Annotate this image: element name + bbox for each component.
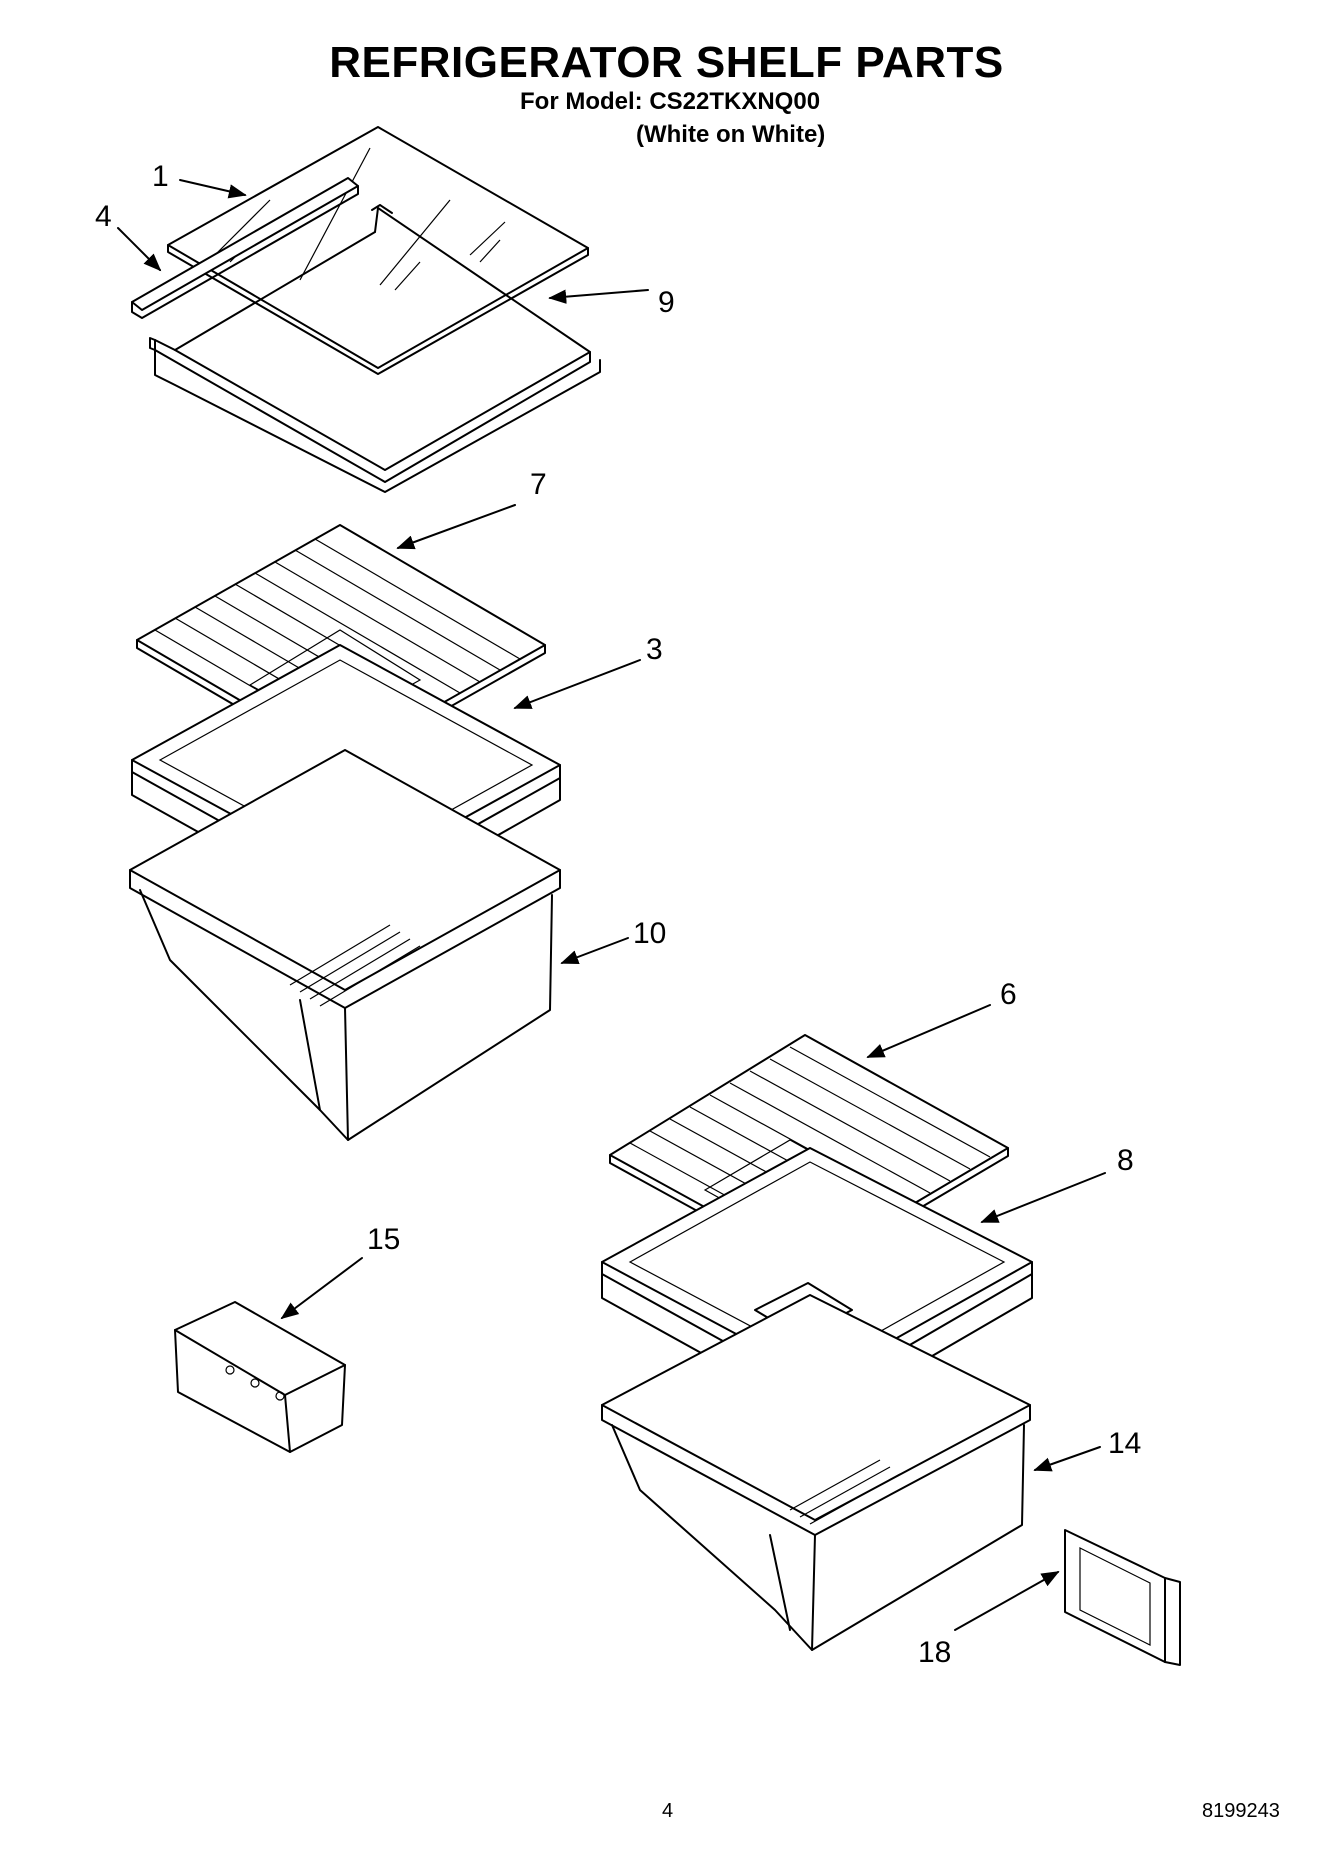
callout-3: 3 — [646, 633, 663, 666]
callout-14: 14 — [1108, 1427, 1142, 1460]
callout-6: 6 — [1000, 978, 1017, 1011]
shelf-frame-part-9 — [149, 204, 601, 493]
page-title: REFRIGERATOR SHELF PARTS — [329, 38, 1004, 87]
callout-10: 10 — [633, 917, 667, 950]
trim-strip-part-4 — [131, 177, 359, 319]
callout-15: 15 — [367, 1223, 401, 1256]
leader-arrows — [117, 179, 1106, 1631]
callout-1: 1 — [152, 160, 169, 193]
callout-7: 7 — [530, 468, 547, 501]
callout-9: 9 — [658, 286, 675, 319]
label-part-18 — [1064, 1529, 1181, 1666]
model-line: For Model: CS22TKXNQ00 — [520, 88, 821, 115]
callout-4: 4 — [95, 200, 112, 233]
crisper-drawer-part-10 — [129, 749, 561, 1141]
crisper-drawer-part-14 — [601, 1294, 1031, 1651]
callout-8: 8 — [1117, 1144, 1134, 1177]
color-line: (White on White) — [636, 121, 826, 148]
page-number: 4 — [662, 1800, 674, 1822]
document-number: 8199243 — [1202, 1800, 1280, 1822]
small-bin-part-15 — [174, 1301, 346, 1453]
callout-18: 18 — [918, 1636, 952, 1669]
